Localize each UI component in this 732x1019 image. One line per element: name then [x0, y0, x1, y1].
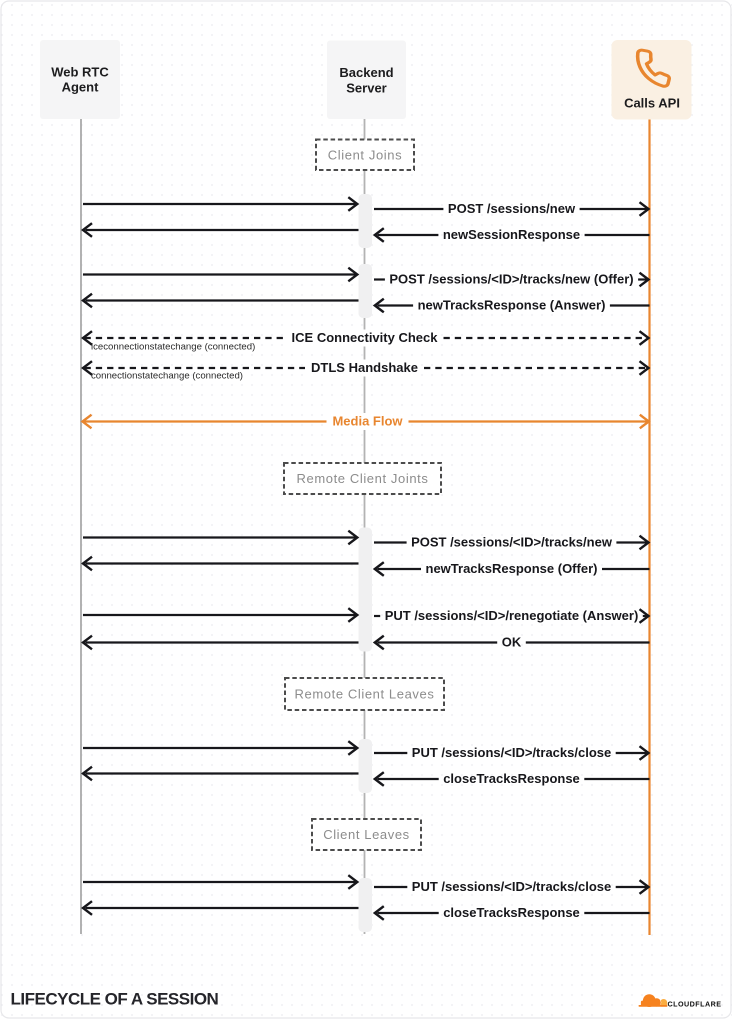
svg-text:newTracksResponse (Offer): newTracksResponse (Offer)	[426, 561, 598, 576]
svg-text:DTLS Handshake: DTLS Handshake	[311, 360, 418, 375]
svg-text:Media Flow: Media Flow	[332, 414, 403, 429]
svg-text:LIFECYCLE OF A SESSION: LIFECYCLE OF A SESSION	[11, 990, 219, 1009]
svg-text:Remote Client Joints: Remote Client Joints	[297, 471, 429, 486]
svg-text:Agent: Agent	[62, 80, 100, 95]
svg-text:OK: OK	[502, 635, 522, 650]
svg-text:closeTracksResponse: closeTracksResponse	[443, 905, 580, 920]
svg-text:ICE Connectivity Check: ICE Connectivity Check	[292, 330, 439, 345]
svg-text:iceconnectionstatechange (conn: iceconnectionstatechange (connected)	[91, 342, 255, 353]
svg-text:connectionstatechange (connect: connectionstatechange (connected)	[91, 371, 243, 382]
svg-text:POST /sessions/<ID>/tracks/new: POST /sessions/<ID>/tracks/new	[411, 535, 613, 550]
svg-text:Web RTC: Web RTC	[51, 65, 109, 80]
svg-text:closeTracksResponse: closeTracksResponse	[443, 771, 580, 786]
svg-text:CLOUDFLARE: CLOUDFLARE	[668, 999, 722, 1008]
svg-text:Backend: Backend	[339, 65, 393, 80]
svg-text:PUT /sessions/<ID>/tracks/clos: PUT /sessions/<ID>/tracks/close	[412, 879, 611, 894]
svg-text:PUT /sessions/<ID>/tracks/clos: PUT /sessions/<ID>/tracks/close	[412, 745, 611, 760]
svg-text:Server: Server	[346, 80, 386, 95]
svg-text:POST /sessions/<ID>/tracks/new: POST /sessions/<ID>/tracks/new (Offer)	[389, 272, 633, 287]
svg-text:Client Leaves: Client Leaves	[323, 827, 410, 842]
svg-text:newSessionResponse: newSessionResponse	[443, 227, 580, 242]
svg-text:Remote Client Leaves: Remote Client Leaves	[295, 687, 435, 702]
svg-text:POST /sessions/new: POST /sessions/new	[448, 201, 576, 216]
svg-text:newTracksResponse (Answer): newTracksResponse (Answer)	[418, 298, 606, 313]
svg-text:PUT /sessions/<ID>/renegotiate: PUT /sessions/<ID>/renegotiate (Answer)	[385, 608, 639, 623]
svg-text:Calls API: Calls API	[624, 96, 680, 111]
svg-text:Client Joins: Client Joins	[328, 147, 402, 162]
